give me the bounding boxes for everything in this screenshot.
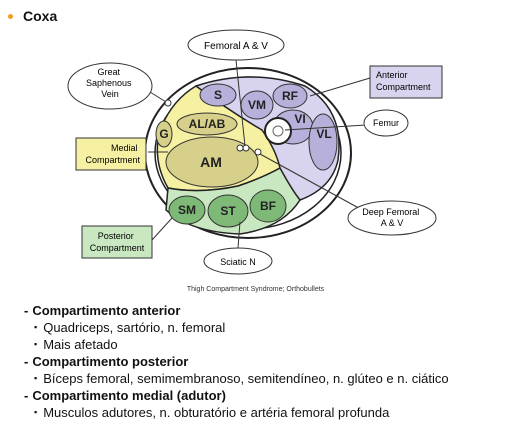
muscle-label-sm: SM: [178, 203, 196, 217]
section-title-row: Coxa: [8, 8, 57, 24]
square-bullet-icon: ▪: [34, 339, 38, 349]
leader-deep: [259, 153, 367, 213]
callout-femur-text: Femur: [373, 118, 399, 128]
femoral-vessel: [236, 144, 244, 152]
note-item-text: Musculos adutores, n. obturatório e arté…: [43, 405, 390, 420]
deep-femoral-vessel: [254, 148, 262, 156]
muscle-label-s: S: [214, 88, 222, 102]
callout-medial-text: Medial Compartment: [85, 143, 140, 165]
callout-medial-compartment: [75, 137, 147, 171]
femoral-vessel-2: [242, 144, 250, 152]
adductor-longus-brevis-muscle: [176, 112, 238, 136]
section-title: Coxa: [23, 8, 58, 24]
callout-anterior-compartment: [369, 65, 443, 99]
note-heading-text: Compartimento anterior: [32, 303, 181, 318]
note-item-text: Bíceps femoral, semimembranoso, semitend…: [43, 371, 449, 386]
note-item: ▪ Mais afetado: [34, 336, 504, 353]
muscle-label-bf: BF: [260, 199, 276, 213]
leader-anterior: [309, 77, 371, 97]
note-heading-text: Compartimento posterior: [32, 354, 189, 369]
callout-femur: [363, 109, 409, 137]
vastus-lateralis-muscle: [308, 113, 338, 171]
saphenous-vessel: [164, 99, 172, 107]
callout-deep-femoral: [347, 200, 437, 236]
muscle-label-am: AM: [200, 154, 222, 170]
muscle-label-vi: VI: [294, 112, 305, 126]
note-item-text: Mais afetado: [43, 337, 118, 352]
notes-list: -Compartimento anterior ▪ Quadriceps, sar…: [24, 302, 504, 421]
biceps-femoris-muscle: [249, 189, 287, 223]
adductor-magnus-muscle: [165, 136, 259, 188]
orange-bullet-icon: [8, 13, 13, 19]
muscle-label-vl: VL: [316, 127, 331, 141]
muscle-label-rf: RF: [282, 89, 298, 103]
figure-caption: Thigh Compartment Syndrome; Orthobullets: [186, 286, 325, 293]
callout-sciatic: [203, 247, 273, 275]
rectus-femoris-muscle: [272, 83, 308, 109]
note-heading: -Compartimento posterior: [24, 354, 189, 369]
note-item-text: Quadriceps, sartório, n. femoral: [43, 320, 226, 335]
thigh-cross-section-diagram: S VM RF VI VL G AL/AB AM SM ST BF Femora…: [67, 29, 443, 275]
leader-femoral: [235, 59, 246, 147]
gracilis-muscle: [155, 120, 173, 148]
note-item: ▪ Quadriceps, sartório, n. femoral: [34, 319, 504, 336]
callout-anterior-text: Anterior Compartment: [376, 70, 431, 92]
femur-marrow: [272, 125, 284, 137]
callout-posterior-compartment: [81, 225, 153, 259]
callout-saphenous-text: Great Saphenous Vein: [86, 67, 134, 99]
note-item: ▪ Bíceps femoral, semimembranoso, semiten…: [34, 370, 504, 387]
muscle-label-st: ST: [220, 204, 236, 218]
semitendinosus-muscle: [207, 194, 249, 228]
semimembranosus-muscle: [168, 195, 206, 225]
note-heading: -Compartimento medial (adutor): [24, 388, 226, 403]
leader-femur: [284, 124, 367, 131]
callout-saphenous: [67, 62, 153, 110]
callout-posterior-text: Posterior Compartment: [90, 231, 145, 253]
callout-deep-text: Deep Femoral A & V: [362, 207, 422, 228]
leader-saphenous: [149, 91, 167, 103]
callout-sciatic-text: Sciatic N: [220, 257, 256, 267]
callout-femoral-av-text: Femoral A & V: [204, 41, 268, 52]
note-heading: -Compartimento anterior: [24, 303, 181, 318]
square-bullet-icon: ▪: [34, 407, 38, 417]
square-bullet-icon: ▪: [34, 322, 38, 332]
callout-femoral-av: [187, 29, 285, 61]
muscle-label-alab: AL/AB: [189, 117, 226, 131]
leader-sciatic: [237, 221, 241, 249]
note-heading-text: Compartimento medial (adutor): [32, 388, 226, 403]
muscle-label-vm: VM: [248, 98, 266, 112]
note-item: ▪ Musculos adutores, n. obturatório e art…: [34, 404, 504, 421]
sartorius-muscle: [199, 83, 237, 107]
leader-posterior: [151, 217, 173, 241]
muscle-label-g: G: [159, 127, 168, 141]
square-bullet-icon: ▪: [34, 373, 38, 383]
